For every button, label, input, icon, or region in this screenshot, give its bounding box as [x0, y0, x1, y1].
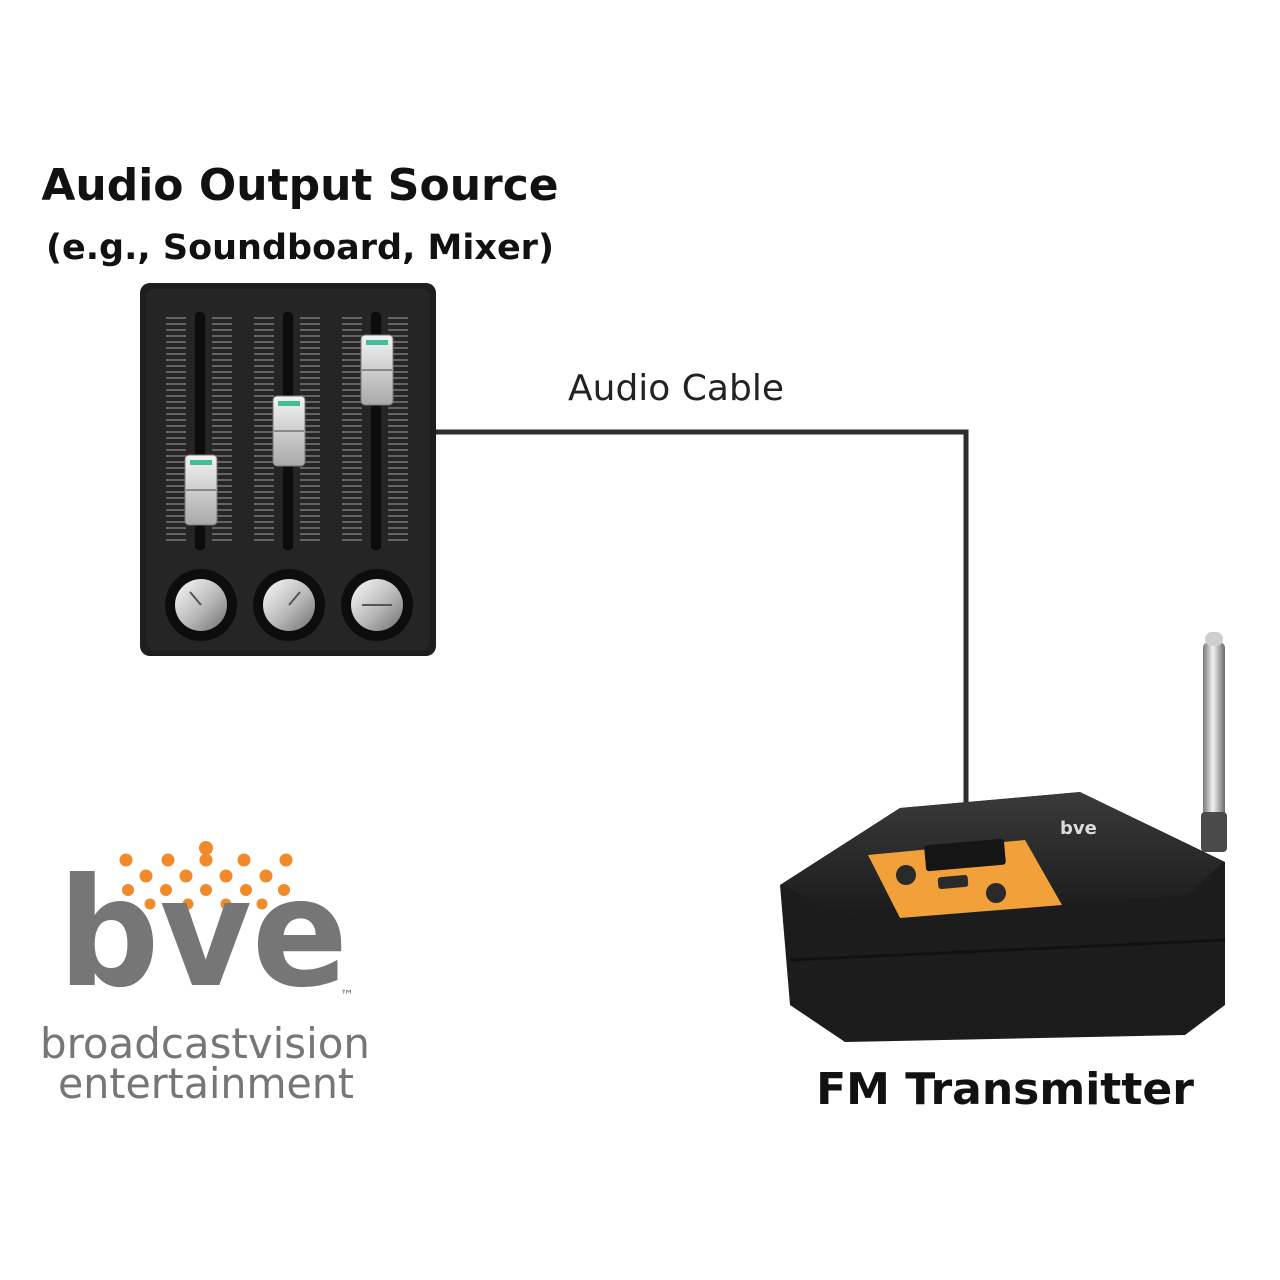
logo-dot [144, 898, 156, 910]
bve-logo-wordmark: bve [58, 847, 348, 1021]
fader-knob-3 [360, 334, 394, 406]
source-subtitle: (e.g., Soundboard, Mixer) [46, 228, 554, 268]
logo-dot [119, 853, 133, 867]
fader-knob-2 [272, 395, 306, 467]
logo-dot [182, 898, 194, 910]
frequency-display [924, 838, 1006, 872]
logo-dot [237, 853, 251, 867]
logo-dot [200, 884, 212, 896]
bve-logo-line2: entertainment [58, 1059, 354, 1108]
bve-logo: bve ™ broadcastvision entertainment [40, 847, 370, 1108]
rotary-knob-3 [341, 569, 413, 641]
logo-dot [179, 869, 193, 883]
bve-logo-tm: ™ [340, 988, 354, 1004]
logo-dot [160, 884, 172, 896]
logo-dot [219, 869, 233, 883]
fader-knob-1 [184, 454, 218, 526]
logo-dot [240, 884, 252, 896]
antenna-icon [1201, 632, 1227, 852]
rotary-knob-1 [165, 569, 237, 641]
logo-dot [199, 853, 213, 867]
logo-dot [256, 898, 268, 910]
up-button [986, 883, 1006, 903]
fm-transmitter-icon: bve [780, 632, 1227, 1042]
logo-dot [199, 841, 213, 855]
logo-dot [139, 869, 153, 883]
logo-dot [279, 853, 293, 867]
bve-logo-line1: broadcastvision [40, 1019, 370, 1068]
logo-dot [161, 853, 175, 867]
source-title: Audio Output Source [41, 160, 559, 211]
logo-dot [278, 884, 290, 896]
menu-button [937, 874, 969, 890]
bve-logo-dots [119, 841, 293, 910]
logo-dot [220, 898, 232, 910]
mixer-icon [140, 283, 436, 656]
fm-transmitter-label: FM Transmitter [816, 1064, 1194, 1115]
transmitter-brand-mark: bve [1060, 818, 1097, 839]
audio-cable-line [436, 429, 969, 805]
down-button [896, 865, 916, 885]
logo-dot [259, 869, 273, 883]
logo-dot [122, 884, 134, 896]
rotary-knob-2 [253, 569, 325, 641]
audio-cable-label: Audio Cable [568, 368, 784, 409]
